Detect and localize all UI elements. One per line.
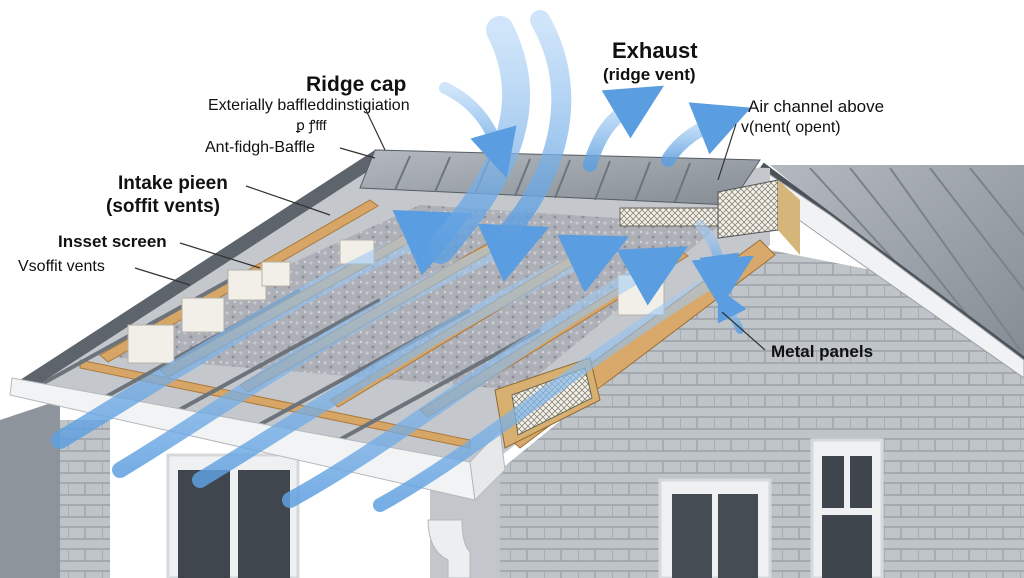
lower-left-roof: [0, 400, 60, 578]
intake-label: Intake pieen: [118, 173, 228, 194]
externally-baffled-label: Exterially baffleddinstigiation: [208, 97, 410, 114]
intake-soffit-label: (soffit vents): [106, 196, 220, 217]
soffit-vents-label: Vsoffit vents: [18, 258, 105, 275]
airflow-arrows: [51, 10, 755, 512]
exhaust-label: Exhaust: [612, 38, 698, 63]
anti-baffle-label: Ant-fidgh-Baffle: [205, 139, 315, 156]
window-left: [166, 453, 300, 578]
air-channel-sub-label: v(nent( opent): [741, 119, 841, 136]
ridge-cap-label: Ridge cap: [306, 73, 407, 96]
ridge-cap: [359, 149, 761, 227]
window-center: [658, 478, 772, 578]
air-channel-label: Air channel above: [748, 97, 885, 116]
leader-lines: [134, 107, 766, 351]
insect-screen-label: Insset screen: [58, 232, 167, 251]
metal-panels-label: Metal panels: [771, 342, 874, 361]
ridge-sub-label: ꝑ ꝭfff: [296, 117, 327, 133]
window-right: [810, 438, 884, 578]
exhaust-ridge-vent-label: (ridge vent): [603, 65, 696, 84]
gable-end-vent: [717, 179, 800, 255]
